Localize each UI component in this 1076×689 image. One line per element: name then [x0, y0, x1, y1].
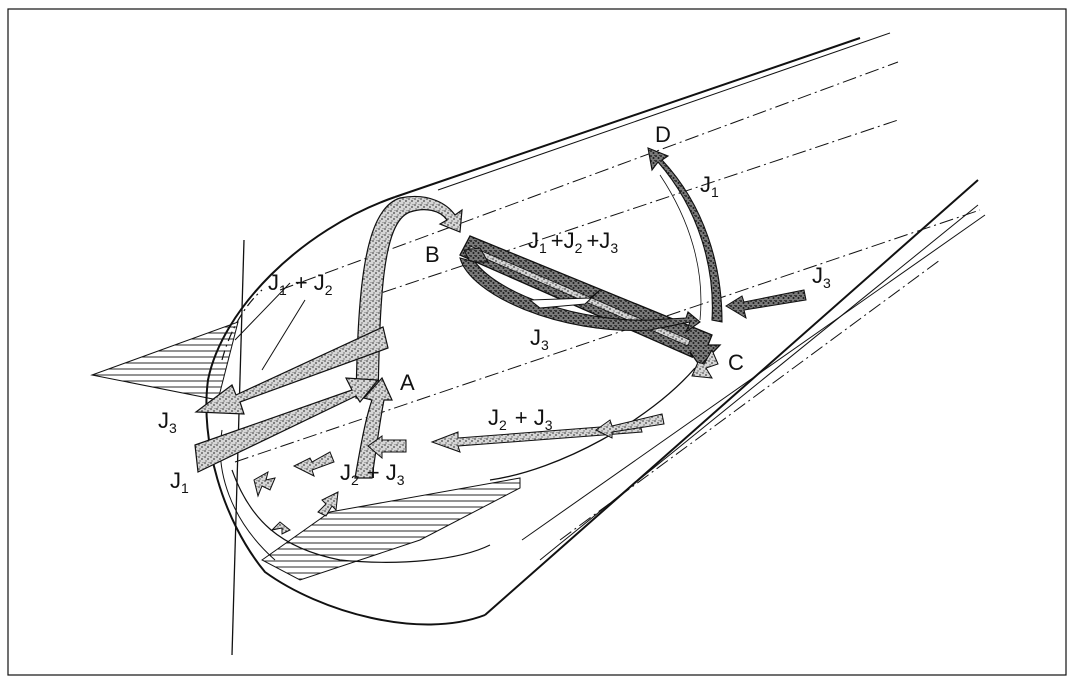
flow-label-j2-j3-bottom: J2+ J3 [340, 460, 405, 488]
nose-outline [205, 196, 486, 626]
wing-plane-left [90, 321, 239, 401]
wing-plane-bottom [261, 477, 521, 581]
arrow-up-to-a [354, 376, 393, 479]
cross-section-curve [489, 367, 696, 481]
arrow-d-inner [659, 174, 702, 321]
top-generator [394, 37, 861, 198]
point-label-c: C [728, 350, 744, 375]
figure-border [7, 8, 1067, 676]
sidewall-curve [221, 289, 263, 361]
flow-label-j1-right: J1 [700, 172, 719, 200]
arrow-j1-j2-to-j3 [194, 326, 389, 415]
flow-label-j3-center: J3 [530, 325, 549, 353]
point-labels: A B C D [400, 122, 744, 395]
flow-label-j3-left: J3 [158, 408, 177, 436]
arrow-c-down [691, 348, 719, 379]
arrow-small-bottom [270, 521, 291, 535]
arrow-loop-top [355, 195, 463, 399]
arrow-j1-toward-a [194, 377, 380, 473]
flow-label-j1-j2: J1+ J2 [268, 270, 333, 298]
lower-dashdot [559, 259, 941, 541]
arrow-d-arc [647, 147, 723, 323]
point-label-a: A [400, 370, 415, 395]
mid-dashdot [359, 119, 899, 301]
arrow-j3-from-right [725, 289, 807, 320]
cross-section-curve-2 [231, 469, 491, 563]
top-generator-inner [437, 32, 891, 191]
flow-labels: J1+J2+J3 J1+ J2 J2+ J3 J2+ J3 J1 J1 J3 J… [158, 172, 831, 496]
flow-label-j1-j2-j3: J1+J2+J3 [528, 228, 618, 256]
arrow-small-left-2 [253, 470, 276, 498]
flow-label-j3-far-right: J3 [812, 263, 831, 291]
arrow-j3-curl-head [528, 289, 601, 309]
flow-label-j2-j3-right: J2+ J3 [488, 405, 553, 433]
arrow-small-left-1 [292, 451, 335, 477]
point-label-b: B [425, 242, 440, 267]
point-label-d: D [655, 122, 671, 147]
arrow-small-into-a [367, 435, 407, 460]
bottom-generator-inner [539, 204, 979, 561]
centerline [234, 209, 981, 463]
leader-line-2 [234, 282, 291, 341]
flow-label-j1-left: J1 [170, 468, 189, 496]
leader-line-1 [261, 299, 306, 371]
bottom-generator [484, 179, 979, 616]
arrow-small-up-1 [317, 491, 339, 517]
arrow-j2-j3-short [595, 413, 665, 439]
bottom-generator-inner-2 [521, 214, 986, 541]
arrow-j3-curl [459, 257, 701, 334]
